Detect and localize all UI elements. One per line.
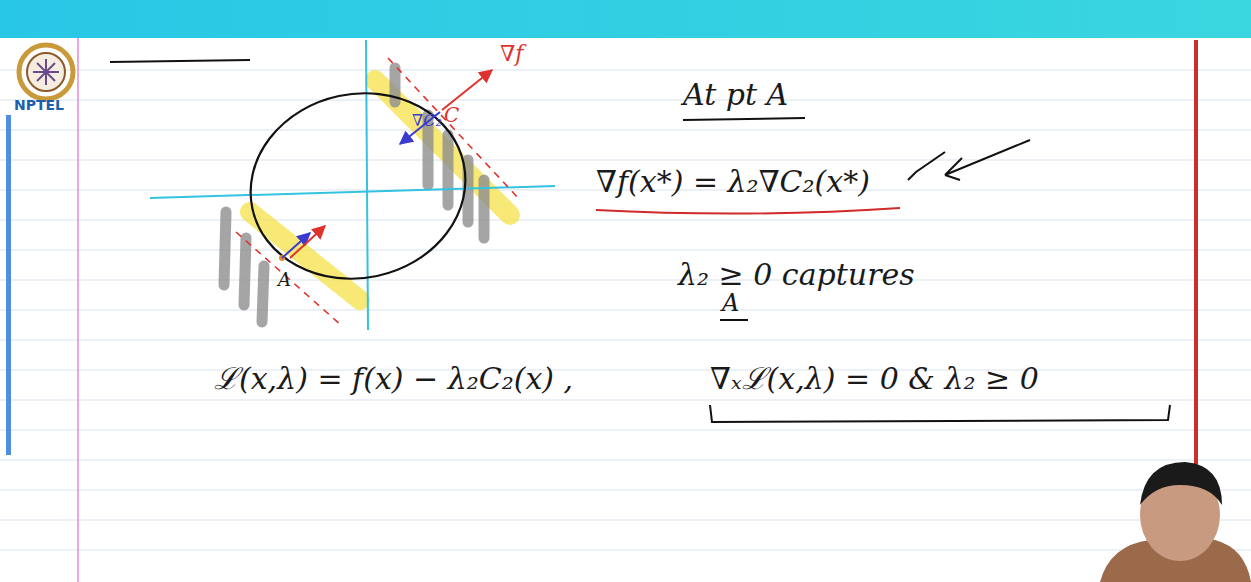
gradient-arrow	[282, 233, 310, 258]
gradient-arrow	[290, 226, 325, 258]
kkt-condition: ∇ₓℒ(x,λ) = 0 & λ₂ ≥ 0	[710, 362, 1039, 395]
condition-note: λ₂ ≥ 0 captures	[678, 258, 915, 291]
top-bar	[0, 0, 1251, 38]
lagrangian-equation: ℒ(x,λ) = f(x) − λ₂C₂(x) ,	[214, 362, 573, 395]
x-axis	[150, 186, 555, 198]
underline	[596, 208, 900, 214]
vector-label: ∇C₂	[412, 112, 442, 130]
constraint-ellipse	[233, 74, 483, 299]
y-axis	[366, 40, 368, 330]
check-mark	[908, 152, 945, 180]
nptel-logo	[19, 45, 73, 99]
pointer-arrow	[945, 140, 1030, 180]
underline	[720, 319, 748, 321]
tangent-line	[388, 58, 520, 200]
highlight	[250, 80, 510, 300]
tangent-line	[236, 232, 342, 326]
right-edge-line	[1194, 40, 1198, 490]
point-label: C	[444, 104, 459, 126]
presenter	[1100, 462, 1251, 582]
point-label: A	[278, 270, 291, 290]
ruled-lines	[0, 70, 1251, 550]
bracket	[710, 405, 1170, 422]
equation: ∇f(x*) = λ₂∇C₂(x*)	[596, 165, 870, 198]
point-label: A	[722, 290, 739, 316]
vector-label: ∇f	[500, 42, 524, 66]
underline	[683, 118, 805, 120]
heading-note: At pt A	[683, 78, 788, 111]
logo-text: NPTEL	[14, 98, 64, 113]
pen-stroke	[110, 60, 250, 62]
side-accent	[6, 115, 11, 455]
margin-line	[77, 38, 79, 582]
